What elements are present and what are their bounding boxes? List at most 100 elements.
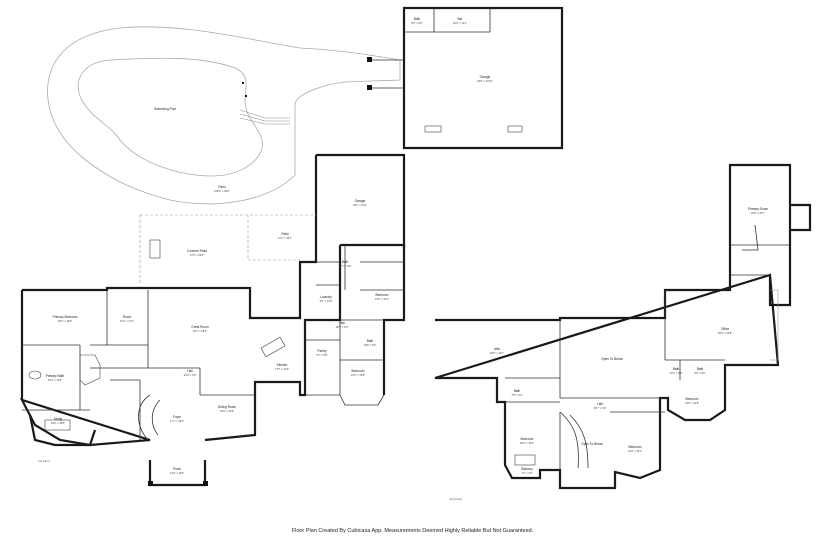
kitchen-island bbox=[260, 336, 286, 358]
room-name: Foyer bbox=[173, 415, 182, 419]
room-dim: 15'0" x 15'8" bbox=[351, 373, 365, 377]
shower bbox=[79, 354, 101, 386]
covered-patio-outline bbox=[139, 214, 316, 285]
room-dim: 20'0" x 11'1" bbox=[453, 21, 467, 25]
porch-walls bbox=[148, 460, 207, 487]
first-floor: Garage 26'1" x 21'0" Covered Patio 37'0"… bbox=[19, 153, 406, 487]
room-dim: 17'5" x 14'0" bbox=[275, 367, 289, 371]
pool-steps bbox=[239, 109, 290, 125]
room-dim: 29'6" x 40'10" bbox=[477, 79, 493, 83]
room-dim: 10'8" x 6'0" bbox=[364, 343, 377, 347]
room-dim: 49'5" x 19'7" bbox=[490, 351, 504, 355]
spiral-stair bbox=[138, 394, 161, 441]
stair-run bbox=[770, 289, 779, 361]
room-dim: 13'6" x 14'8" bbox=[685, 401, 699, 405]
room-name: Office bbox=[721, 327, 729, 331]
column bbox=[148, 481, 153, 486]
room-name: Primary Room bbox=[748, 207, 769, 211]
second-floor: Attic 49'5" x 19'7" Open To Below Office… bbox=[434, 163, 812, 501]
patio-outline bbox=[47, 26, 401, 205]
room-name: Laundry bbox=[320, 295, 332, 299]
room-dim: 27'1" x 16'7" bbox=[278, 236, 292, 240]
room-dim: 7'0" x 4'0" bbox=[521, 471, 532, 475]
interior-partitions bbox=[22, 245, 404, 440]
floor-label: 1st Floor bbox=[38, 459, 50, 463]
room-dim: 13'6" x 6'3" bbox=[670, 371, 683, 375]
room-name: Room bbox=[123, 315, 132, 319]
room-name: Garage bbox=[480, 75, 491, 79]
room-name: Kitchen bbox=[277, 363, 288, 367]
room-name: Open To Below bbox=[581, 442, 603, 446]
room-dim: 8'0" x 6'0" bbox=[411, 21, 422, 25]
breezeway bbox=[372, 59, 404, 89]
bay-window bbox=[339, 394, 385, 406]
bench bbox=[424, 125, 442, 133]
pool-outline bbox=[77, 57, 263, 177]
room-dim: 30'0" x 26'8" bbox=[718, 331, 732, 335]
room-name: Bath bbox=[514, 389, 521, 393]
room-name: Bath bbox=[673, 367, 680, 371]
room-dim: 21'0" x 10'0" bbox=[170, 471, 184, 475]
room-name: Attic bbox=[494, 347, 501, 351]
room-dim: 7'8" x 9'0" bbox=[511, 393, 522, 397]
room-name: Hall bbox=[187, 369, 193, 373]
pool-area: Swimming Pool bbox=[47, 26, 401, 205]
room-dim: 14'1" x 9'9" bbox=[339, 264, 352, 268]
room-name: Porch bbox=[173, 467, 182, 471]
floor-label: 2nd Floor bbox=[450, 497, 463, 501]
room-name: Bedroom bbox=[352, 369, 365, 373]
room-dim: 15'2" x 15'4" bbox=[520, 441, 534, 445]
room-dim: 37'0" x 26'6" bbox=[190, 253, 204, 257]
room-dim: 26'1" x 21'0" bbox=[353, 203, 367, 207]
room-name: Bath bbox=[367, 339, 374, 343]
room-name: Bedroom bbox=[376, 293, 389, 297]
pool-light bbox=[245, 95, 247, 97]
room-name: Primary Bath bbox=[46, 374, 65, 378]
room-name: Pantry bbox=[317, 349, 327, 353]
room-dim: 26'7" x 4'0" bbox=[594, 406, 607, 410]
closet-bump bbox=[790, 203, 812, 232]
footer-disclaimer: Floor Plan Created By Cubicasa App. Meas… bbox=[291, 528, 534, 534]
study-desk bbox=[44, 419, 71, 431]
room-dim: 108'3" x 49'5" bbox=[214, 189, 230, 193]
detached-garage: Bath 8'0" x 6'0" Bar 20'0" x 11'1" Garag… bbox=[367, 6, 564, 150]
room-dim: 18'0" x 18'3" bbox=[51, 421, 65, 425]
room-name: Patio bbox=[281, 232, 288, 236]
balcony-rail bbox=[514, 454, 536, 466]
bathtub bbox=[28, 370, 42, 380]
built-in bbox=[742, 224, 759, 251]
fireplace bbox=[149, 239, 161, 259]
room-name: Bath bbox=[414, 17, 421, 21]
second-floor-exterior bbox=[434, 163, 792, 490]
second-floor-partitions bbox=[505, 244, 790, 470]
bay-window bbox=[28, 414, 97, 447]
room-dim: 9'0" x 14'9" bbox=[320, 299, 333, 303]
column bbox=[367, 57, 372, 62]
room-name: Hall bbox=[597, 402, 603, 406]
room-dim: 24'9" x 5'3" bbox=[184, 373, 197, 377]
room-name: Garage bbox=[355, 199, 366, 203]
garage-walls bbox=[316, 153, 406, 248]
room-dim: 15'4" x 12'6" bbox=[48, 378, 62, 382]
room-name: Open To Below bbox=[601, 357, 623, 361]
room-name: Bedroom bbox=[629, 445, 642, 449]
room-dim: 9'0" x 8'0" bbox=[694, 371, 705, 375]
room-dim: 11'0" x 17'2" bbox=[120, 319, 134, 323]
room-name: Primary Bedroom bbox=[53, 315, 78, 319]
room-name: Patio bbox=[218, 185, 225, 189]
room-dim: 26'4" x 28'3" bbox=[193, 329, 207, 333]
room-name: Bedroom bbox=[521, 437, 534, 441]
room-name: Bath bbox=[342, 260, 349, 264]
main-exterior-walls bbox=[19, 243, 406, 447]
room-name: Bar bbox=[458, 17, 464, 21]
room-dim: 16'5" x 14'5" bbox=[220, 409, 234, 413]
column bbox=[203, 481, 208, 486]
room-name: Balcony bbox=[521, 467, 533, 471]
room-dim: 13'5" x 14'2" bbox=[375, 297, 389, 301]
pool-light bbox=[242, 82, 244, 84]
room-dim: 17'7" x 18'3" bbox=[170, 419, 184, 423]
garage-walls bbox=[402, 6, 564, 150]
room-name: Covered Patio bbox=[187, 249, 207, 253]
room-name: Study bbox=[54, 417, 63, 421]
